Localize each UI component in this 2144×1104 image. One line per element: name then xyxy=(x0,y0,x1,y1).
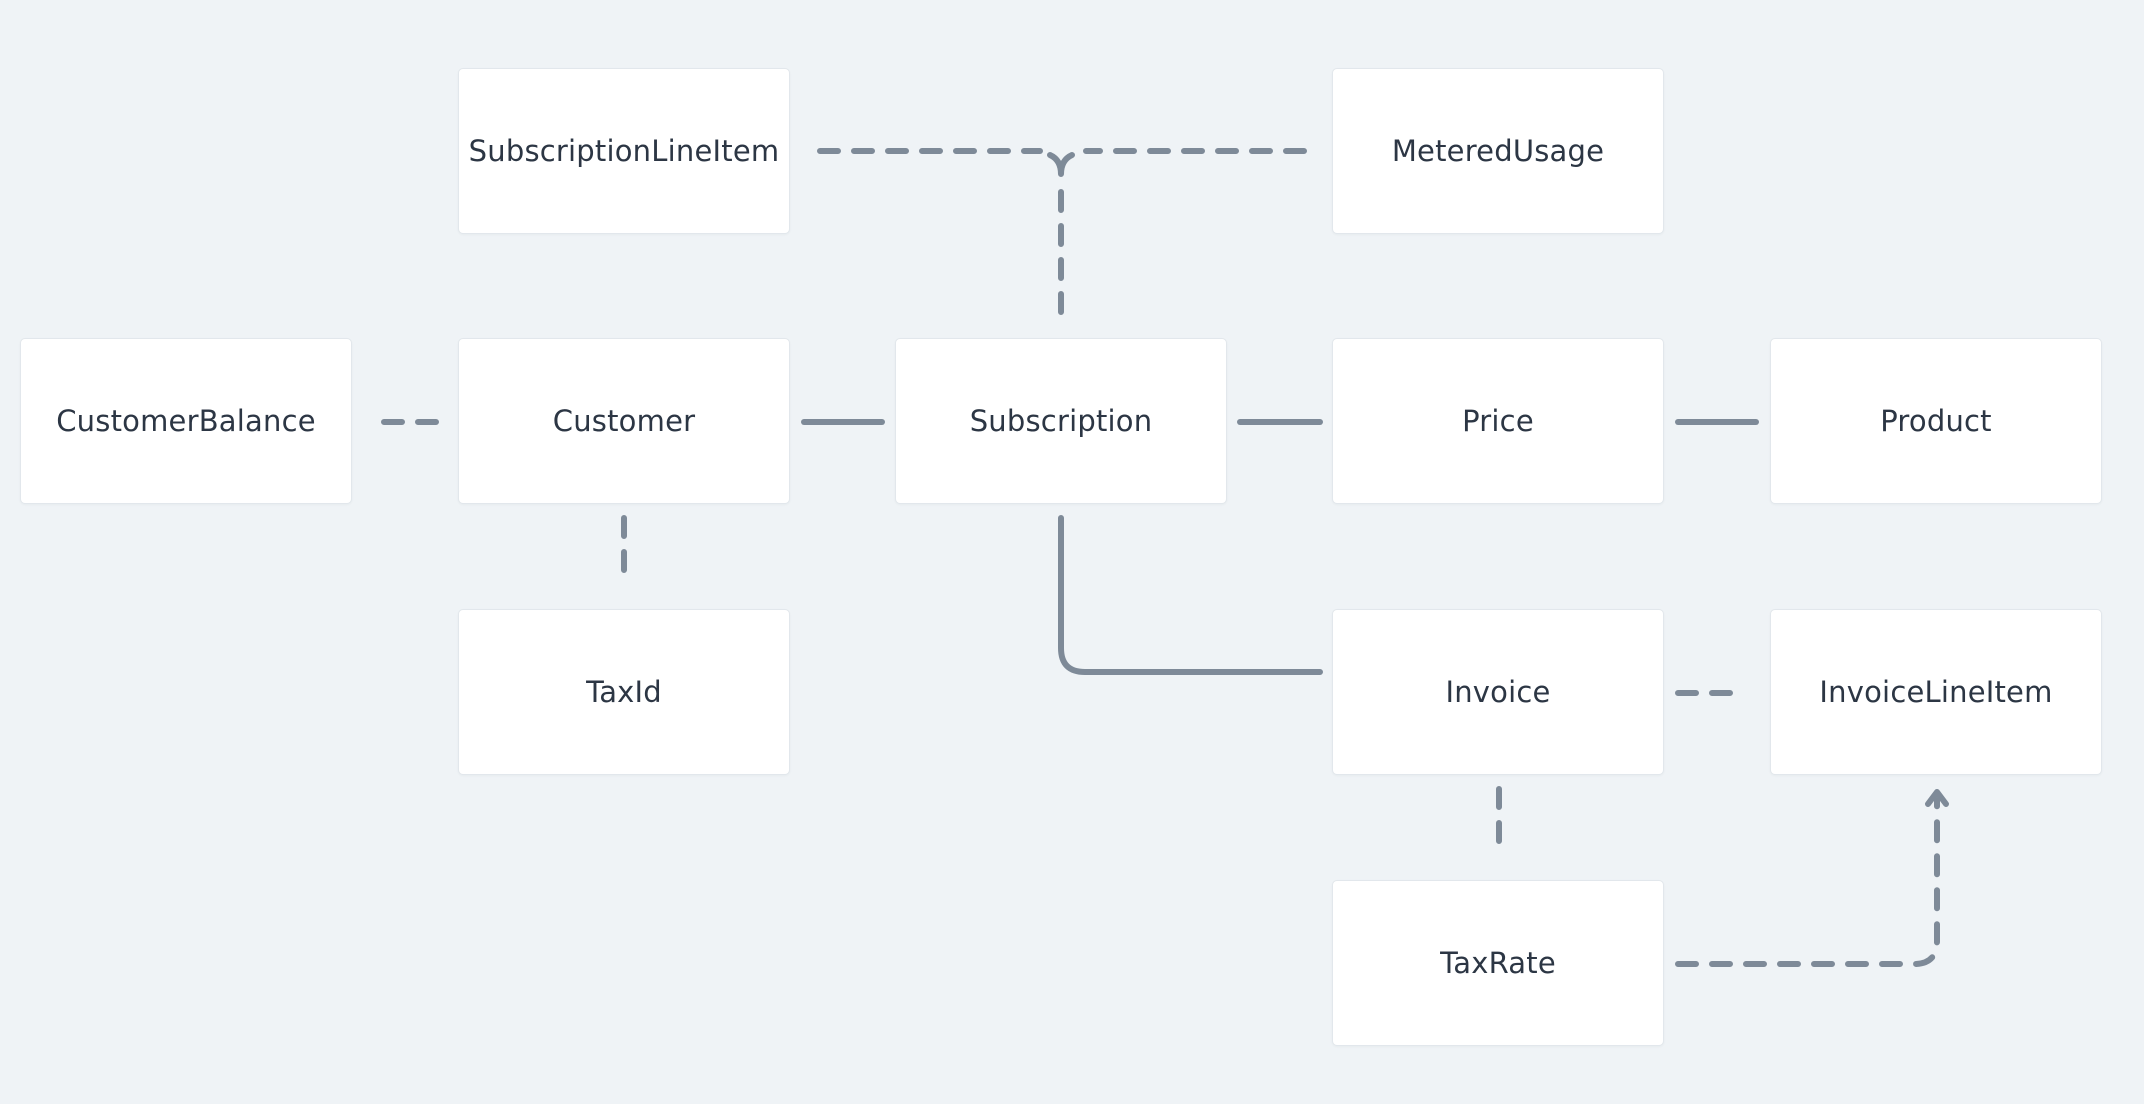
node-label: CustomerBalance xyxy=(56,404,316,438)
node-label: Customer xyxy=(552,404,696,438)
node-customer[interactable]: Customer xyxy=(458,338,790,504)
node-metered-usage[interactable]: MeteredUsage xyxy=(1332,68,1664,234)
node-label: Price xyxy=(1462,404,1534,438)
arrowhead-icon xyxy=(1925,789,1949,807)
fork-connector-icon xyxy=(1047,152,1075,177)
node-tax-id[interactable]: TaxId xyxy=(458,609,790,775)
node-label: TaxRate xyxy=(1440,946,1556,980)
node-label: Product xyxy=(1880,404,1992,438)
edge-subscription-invoice xyxy=(1058,515,1323,675)
node-invoice-line-item[interactable]: InvoiceLineItem xyxy=(1770,609,2102,775)
node-subscription[interactable]: Subscription xyxy=(895,338,1227,504)
node-label: InvoiceLineItem xyxy=(1819,675,2053,709)
edge-taxrate-invoicelineitem xyxy=(1675,797,1940,967)
node-price[interactable]: Price xyxy=(1332,338,1664,504)
node-label: SubscriptionLineItem xyxy=(468,134,780,168)
node-invoice[interactable]: Invoice xyxy=(1332,609,1664,775)
node-subscription-line-item[interactable]: SubscriptionLineItem xyxy=(458,68,790,234)
node-label: Invoice xyxy=(1445,675,1551,709)
node-label: MeteredUsage xyxy=(1391,134,1605,168)
node-label: TaxId xyxy=(586,675,662,709)
node-product[interactable]: Product xyxy=(1770,338,2102,504)
node-tax-rate[interactable]: TaxRate xyxy=(1332,880,1664,1046)
node-customer-balance[interactable]: CustomerBalance xyxy=(20,338,352,504)
node-label: Subscription xyxy=(969,404,1153,438)
